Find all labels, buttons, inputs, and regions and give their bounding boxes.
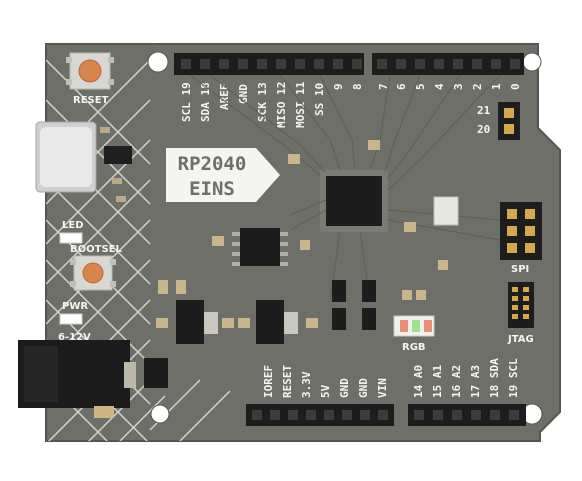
spi-header[interactable] (500, 202, 542, 260)
flash-chip (232, 228, 288, 266)
pin-label: 16 A2 (450, 365, 463, 398)
regulator-2 (256, 300, 298, 344)
pin-label: 19 SCL (507, 358, 520, 398)
pin-label: 3 (452, 83, 465, 90)
pin-label: SCK 13 (256, 82, 269, 122)
power-header[interactable] (246, 404, 394, 426)
top-header-left[interactable] (174, 53, 364, 75)
pin-label: SDA 18 (199, 82, 212, 122)
pin-label: 18 SDA (488, 358, 501, 398)
voltage-label: 6-12V (58, 332, 91, 343)
analog-header[interactable] (408, 404, 526, 426)
rp2040-chip-icon (320, 170, 388, 232)
dc-barrel-jack-icon[interactable] (18, 340, 136, 408)
led-label: LED (62, 220, 84, 231)
usb-c-port-icon[interactable] (35, 121, 97, 193)
status-led (59, 232, 83, 244)
rgb-led (393, 315, 435, 337)
pin-label: 8 (351, 83, 364, 90)
pin-label: 20 (477, 123, 490, 136)
jtag-header[interactable] (508, 282, 534, 328)
mount-hole (150, 404, 170, 424)
i2c-header[interactable] (498, 102, 520, 140)
crystal (433, 196, 459, 226)
top-header-right[interactable] (372, 53, 524, 75)
pin-label: 1 (490, 83, 503, 90)
pin-label: IOREF (262, 365, 275, 398)
pin-label: 21 (477, 104, 491, 117)
pin-label: VIN (376, 378, 389, 398)
pin-label: RESET (281, 365, 294, 398)
bootsel-label: BOOTSEL (70, 244, 122, 255)
reset-button-icon[interactable] (66, 52, 114, 90)
pin-label: 3.3V (300, 371, 313, 398)
pin-label: 4 (433, 83, 446, 90)
spi-label: SPI (511, 264, 529, 275)
mount-hole (522, 52, 542, 72)
board-title-badge: RP2040 EINS (166, 148, 280, 202)
rgb-label: RGB (402, 342, 426, 353)
pin-label: 5 (414, 83, 427, 90)
pin-label: 6 (395, 83, 408, 90)
pin-label: 17 A3 (469, 365, 482, 398)
diode (144, 358, 168, 388)
board-title-line1: RP2040 (178, 153, 247, 175)
pin-label: GND (357, 378, 370, 398)
pin-label: 0 (509, 83, 522, 90)
regulator-1 (176, 300, 218, 344)
pin-label: MISO 12 (275, 82, 288, 128)
bootsel-button-icon[interactable] (70, 255, 116, 291)
pin-label: 2 (471, 83, 484, 90)
usb-regulator-chip (104, 146, 132, 164)
pin-label: SS 10 (313, 83, 326, 116)
pin-label: 5V (319, 384, 332, 398)
pin-label: MOSI 11 (294, 81, 307, 128)
jtag-label: JTAG (507, 334, 534, 345)
pin-label: 7 (377, 83, 390, 90)
pwr-label: PWR (62, 301, 88, 312)
board-title-line2: EINS (189, 178, 235, 200)
mount-hole (147, 51, 169, 73)
reset-label: RESET (73, 95, 109, 106)
pin-label: AREF (218, 84, 231, 111)
pin-label: GND (338, 378, 351, 398)
pin-label: 14 A0 (412, 365, 425, 398)
pin-label: SCL 19 (180, 82, 193, 122)
power-led (59, 313, 83, 325)
pin-label: 15 A1 (431, 365, 444, 398)
pin-label: 9 (332, 83, 345, 90)
